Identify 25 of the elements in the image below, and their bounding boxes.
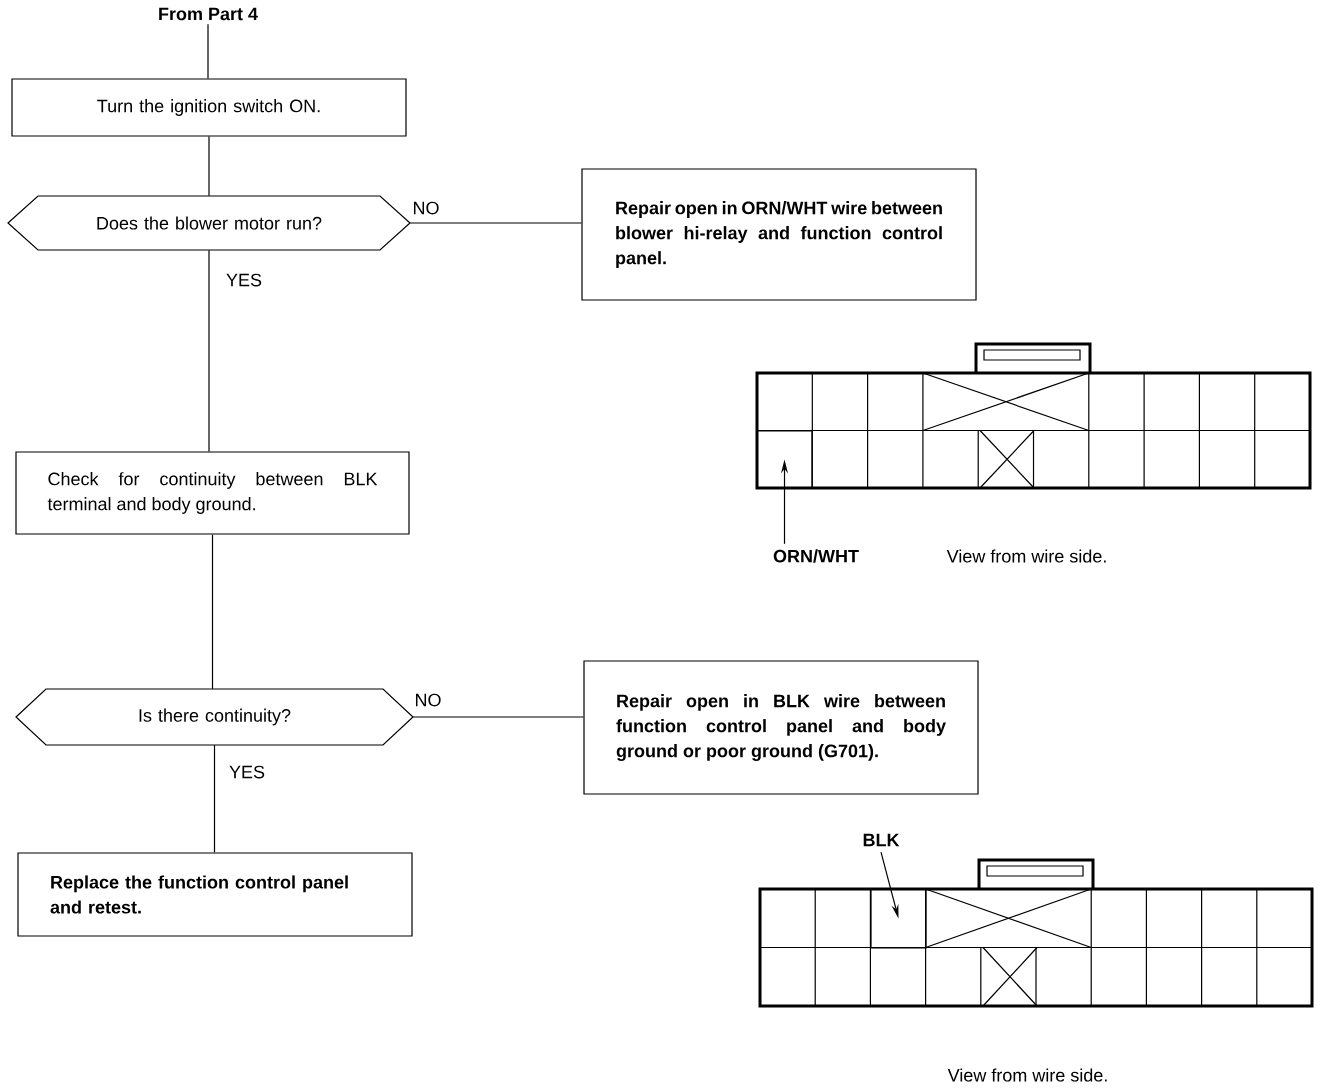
connector-line xyxy=(211,534,214,690)
process-box: Check for continuity between BLK terminal and body ground. xyxy=(15,451,410,535)
decision-hexagon: Is there continuity? xyxy=(15,688,414,746)
edge-label: NO xyxy=(413,692,443,708)
view-note: View from wire side. xyxy=(946,549,1106,563)
process-box: Repair open in BLK wire between function control panel and body ground or poor ground (G701). xyxy=(583,660,979,795)
wire-label: BLK xyxy=(863,833,900,847)
process-box: Replace the function control panel and retest. xyxy=(17,852,413,937)
view-note: View from wire side. xyxy=(947,1068,1107,1082)
connector-line xyxy=(208,249,210,452)
decision-hexagon: Does the blower motor run? xyxy=(7,195,411,251)
process-box: Repair open in ORN/WHT wire between blower hi-relay and function control panel. xyxy=(581,168,977,301)
terminal-cell xyxy=(870,888,927,949)
connector-line xyxy=(208,136,210,197)
edge-label: YES xyxy=(225,272,263,288)
wire-label: ORN/WHT xyxy=(773,549,859,563)
connector-line xyxy=(409,222,582,224)
connector-line xyxy=(213,744,216,853)
connector-line xyxy=(207,23,209,79)
connector-line xyxy=(412,716,584,718)
edge-label: NO xyxy=(411,200,441,216)
edge-label: YES xyxy=(228,764,266,780)
process-box: Turn the ignition switch ON. xyxy=(11,78,407,137)
terminal-cell xyxy=(756,430,813,489)
flow-label: From Part 4 xyxy=(159,7,258,21)
